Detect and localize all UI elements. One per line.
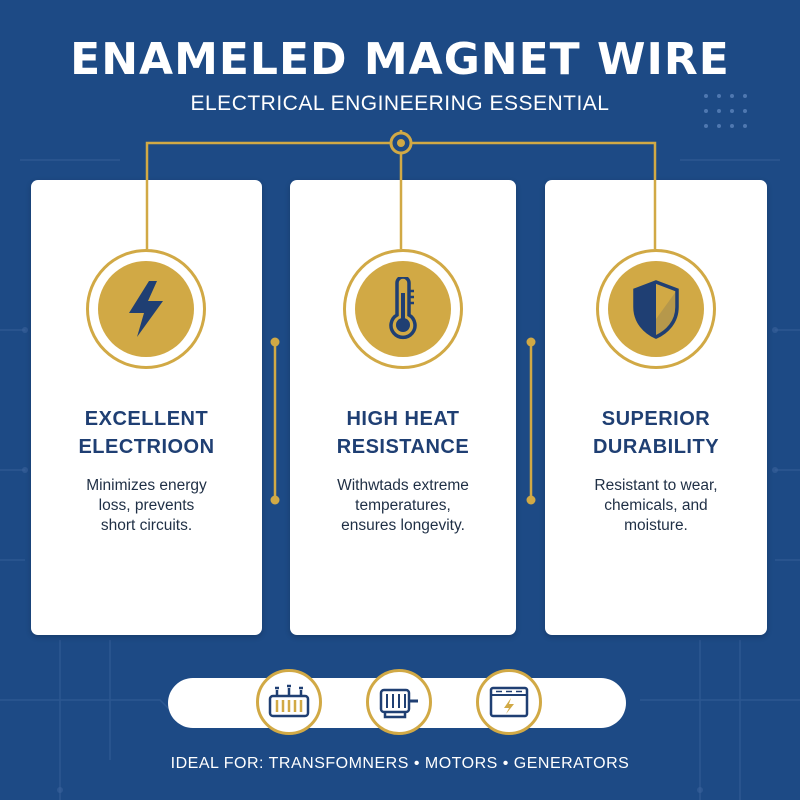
card-description: Resistant to wear, chemicals, and moistu… [594, 477, 718, 534]
lightning-bolt-icon [129, 281, 163, 337]
icon-badge [596, 249, 716, 369]
card-description: Minimizes energy loss, prevents short ci… [86, 477, 207, 534]
generator-badge [476, 669, 542, 735]
decorative-dots [704, 94, 748, 134]
icon-badge [86, 249, 206, 369]
card-description: Withwtads extreme temperatures, ensures … [337, 477, 469, 534]
motor-icon [379, 688, 418, 719]
transformer-badge [256, 669, 322, 735]
generator-icon [489, 686, 529, 718]
applications-footer: IDEAL FOR: TRANSFOMNERS • MOTORS • GENER… [170, 755, 630, 772]
page-title: ENAMELED MAGNET WIRE [70, 34, 730, 85]
thermometer-icon [389, 277, 417, 340]
page-subtitle: ELECTRICAL ENGINEERING ESSENTIAL [190, 92, 610, 115]
shield-icon [633, 280, 679, 339]
feature-card-heat: HIGH HEAT RESISTANCE Withwtads extreme t… [290, 180, 516, 635]
card-title: EXCELLENT ELECTRIOON [78, 408, 215, 458]
card-title: HIGH HEAT RESISTANCE [336, 408, 470, 458]
card-title: SUPERIOR DURABILITY [592, 408, 720, 458]
icon-badge [343, 249, 463, 369]
feature-card-conduction: EXCELLENT ELECTRIOON Minimizes energy lo… [31, 180, 262, 635]
feature-card-durability: SUPERIOR DURABILITY Resistant to wear, c… [545, 180, 767, 635]
motor-badge [366, 669, 432, 735]
transformer-icon [268, 684, 310, 718]
